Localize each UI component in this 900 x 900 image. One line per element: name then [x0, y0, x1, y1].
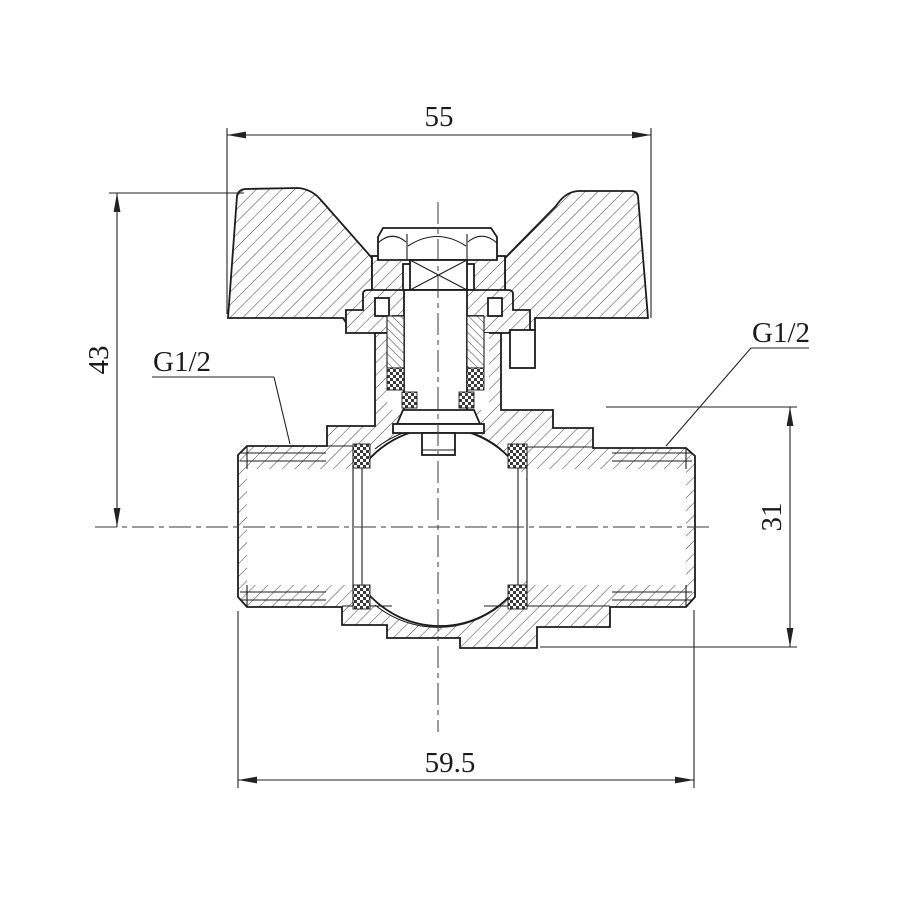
thread-label-right: G1/2 — [752, 317, 810, 349]
seal-right — [458, 391, 475, 409]
dimension-59-5: 59.5 — [237, 610, 695, 788]
dimension-43: 43 — [83, 192, 244, 527]
handle-right-wing — [504, 190, 649, 331]
packing-left — [386, 315, 405, 369]
dimension-31: 31 — [540, 406, 797, 648]
dim-31-text: 31 — [756, 503, 788, 532]
dim-59-5-text: 59.5 — [425, 747, 476, 779]
ball-and-cavity-lines — [327, 426, 610, 628]
dimensions: 55 43 31 59.5 — [83, 101, 810, 788]
thread-callout-left: G1/2 — [152, 346, 291, 445]
valve-geometry — [227, 187, 696, 649]
centerlines — [95, 202, 712, 732]
dim-55-text: 55 — [425, 101, 454, 133]
ball-bottom-arc — [361, 585, 519, 627]
oring-left — [386, 367, 405, 391]
seat-rings — [352, 443, 528, 610]
dimension-55: 55 — [226, 101, 652, 318]
packing-right — [466, 315, 485, 369]
thread-callout-right: G1/2 — [665, 317, 810, 447]
handle-stop-tab — [509, 329, 536, 369]
dim-43-text: 43 — [83, 346, 115, 375]
oring-right — [466, 367, 485, 391]
thread-label-left: G1/2 — [153, 346, 211, 378]
thread-lines — [240, 446, 692, 607]
seal-left — [401, 391, 418, 409]
